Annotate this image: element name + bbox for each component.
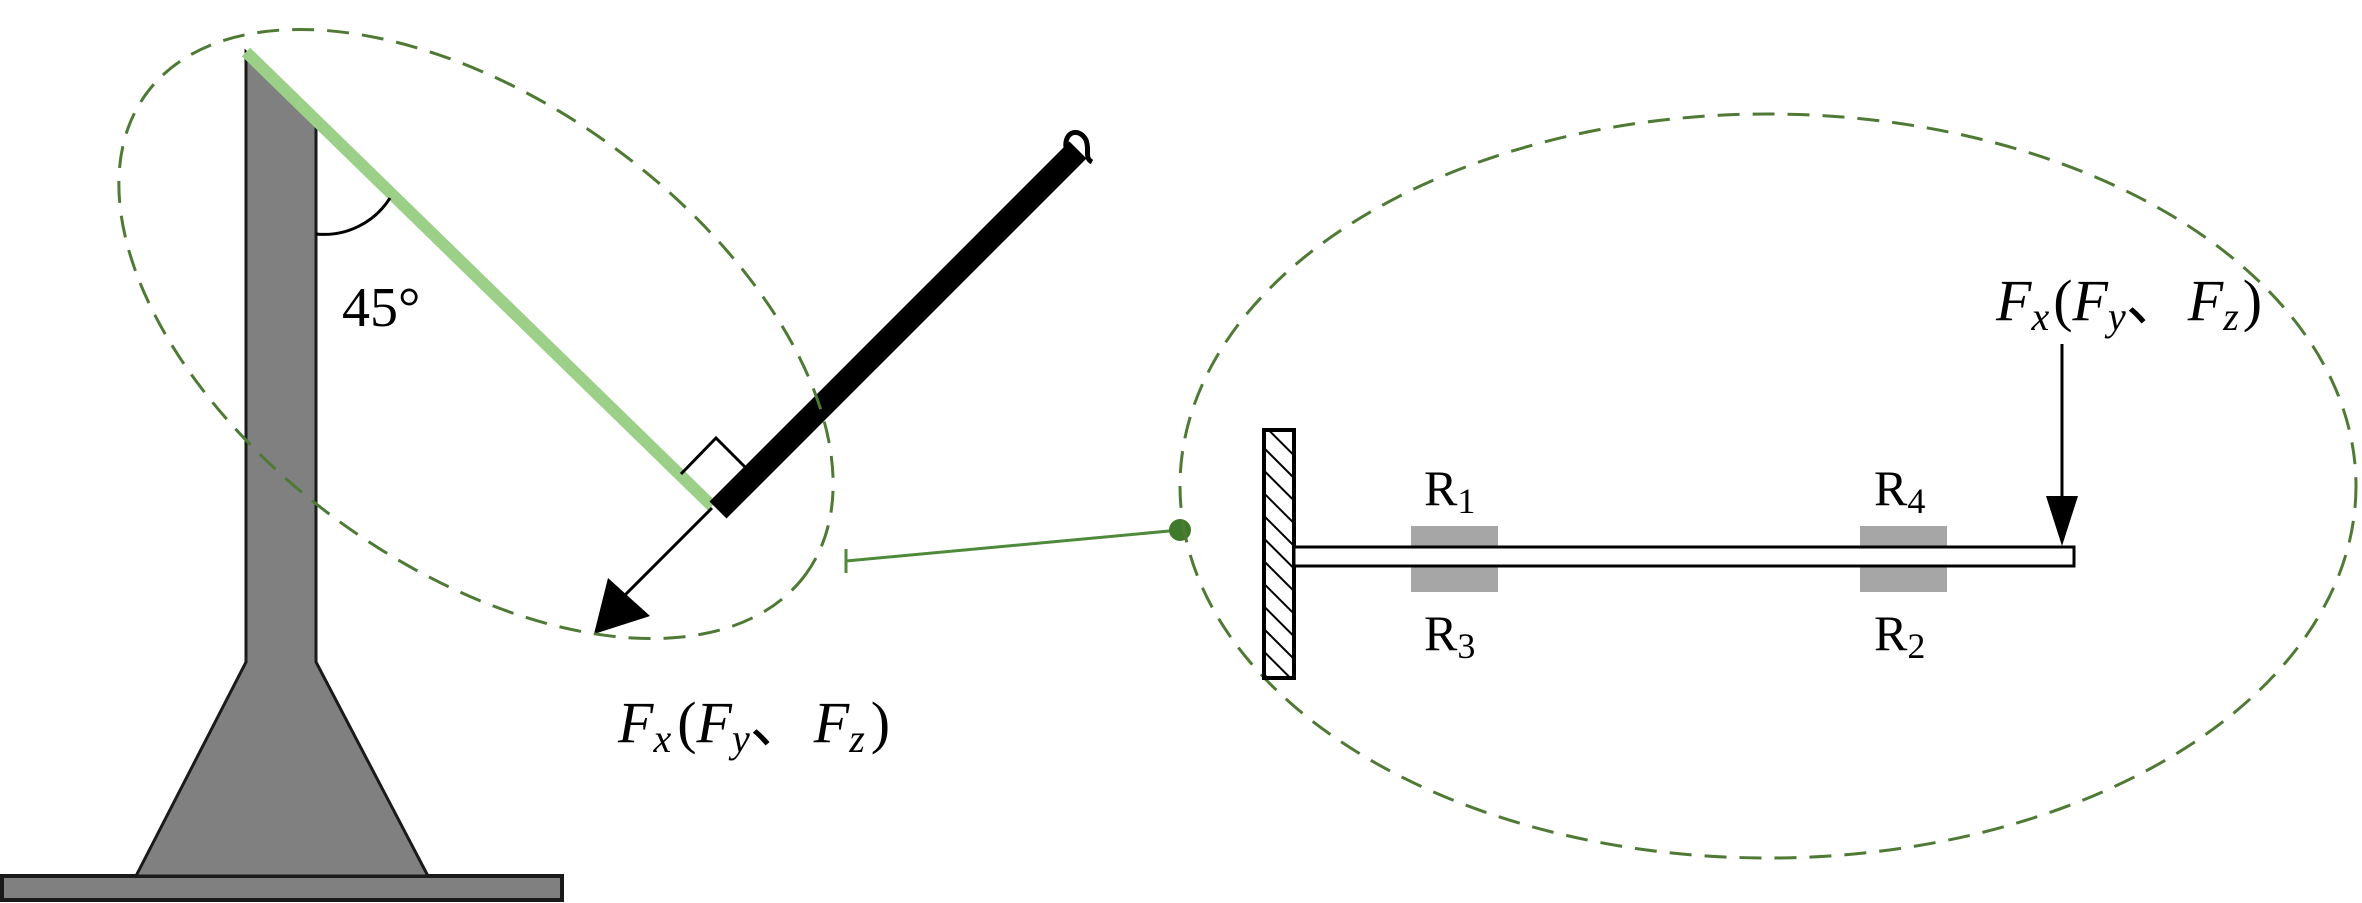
connector-line	[845, 528, 1181, 563]
right-angle-marker-icon	[679, 435, 748, 476]
stand-body	[133, 48, 431, 878]
force-label-left: Fx(Fy、Fz)	[617, 690, 890, 761]
arrow-icon	[622, 506, 714, 598]
stand-base-plate	[0, 874, 564, 902]
gauge-label-r1: R1	[1424, 460, 1475, 521]
force-arrow-left-head	[594, 578, 650, 634]
hook-icon	[1063, 130, 1094, 165]
black-rod	[709, 141, 1087, 519]
force-arrow-right-head	[2046, 496, 2078, 546]
force-label-right: Fx(Fy、Fz)	[1995, 268, 2262, 339]
hatched-wall-support-icon	[1262, 428, 1296, 680]
gauge-r3-pad	[1411, 566, 1498, 592]
right-detail-view: R1 R4 R3 R2 Fx(Fy、Fz)	[1178, 112, 2358, 860]
gauge-r1-pad	[1411, 526, 1498, 546]
gauge-r2-pad	[1860, 566, 1947, 592]
gauge-r4-pad	[1860, 526, 1947, 546]
left-dashed-ellipse	[117, 27, 835, 641]
left-assembly: 45° Fx(Fy、Fz)	[0, 27, 1094, 902]
gauge-label-r2: R2	[1874, 605, 1925, 666]
connector-dot	[1169, 519, 1191, 541]
pedestal-stand-icon	[0, 48, 564, 902]
force-arrow-left	[594, 506, 714, 634]
angle-arc	[315, 197, 392, 236]
gauge-label-r4: R4	[1874, 460, 1925, 521]
force-arrow-right	[2046, 344, 2078, 546]
detail-connector	[844, 519, 1191, 573]
green-link-arm	[241, 47, 717, 511]
gauge-label-r3: R3	[1424, 605, 1475, 666]
right-dashed-ellipse	[1178, 112, 2358, 860]
angle-label: 45°	[342, 277, 420, 339]
cantilever-beam	[1292, 545, 2076, 568]
